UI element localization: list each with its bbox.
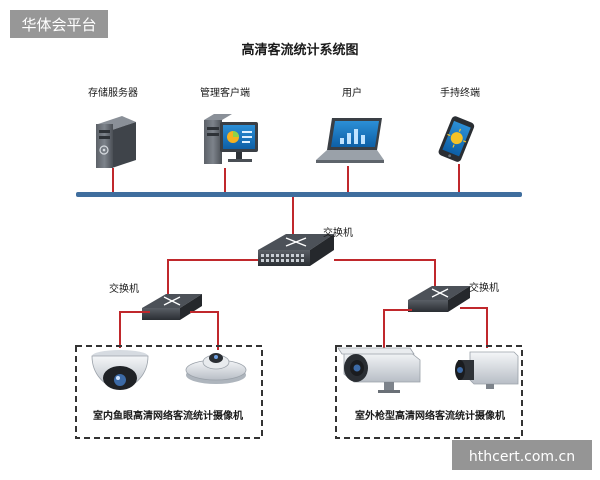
device-links xyxy=(112,164,460,194)
label-storage-server: 存储服务器 xyxy=(88,86,138,99)
label-right-switch: 交换机 xyxy=(469,281,499,294)
laptop-user-icon xyxy=(316,118,384,163)
watermark-bottom-text: hthcert.com.cn xyxy=(469,449,575,465)
outdoor-camera-group xyxy=(335,345,523,439)
label-user: 用户 xyxy=(342,86,362,99)
indoor-group-label: 室内鱼眼高清网络客流统计摄像机 xyxy=(93,409,243,422)
dome-camera-icon xyxy=(91,350,149,390)
label-handheld-terminal: 手持终端 xyxy=(440,86,480,99)
core-access-links xyxy=(167,259,436,296)
right-access-switch-icon xyxy=(408,286,470,312)
indoor-camera-group xyxy=(75,345,263,439)
outdoor-group-label: 室外枪型高清网络客流统计摄像机 xyxy=(355,409,505,422)
bullet-camera-icon xyxy=(337,347,421,393)
core-switch-icon xyxy=(258,234,334,266)
label-management-client: 管理客户端 xyxy=(200,86,250,99)
watermark-top-text: 华体会平台 xyxy=(21,16,96,34)
watermark-top: 华体会平台 xyxy=(10,10,108,38)
management-client-icon xyxy=(204,114,258,164)
left-access-switch-icon xyxy=(142,294,202,320)
handheld-terminal-icon xyxy=(438,116,475,162)
storage-server-icon xyxy=(96,116,136,168)
camera-links xyxy=(119,307,488,350)
label-left-switch: 交换机 xyxy=(109,282,139,295)
watermark-bottom: hthcert.com.cn xyxy=(452,440,592,470)
network-bus xyxy=(76,192,522,197)
diagram-title: 高清客流统计系统图 xyxy=(241,42,358,58)
label-core-switch: 交换机 xyxy=(323,226,353,239)
fisheye-camera-icon xyxy=(185,353,247,384)
box-camera-icon xyxy=(455,351,519,389)
